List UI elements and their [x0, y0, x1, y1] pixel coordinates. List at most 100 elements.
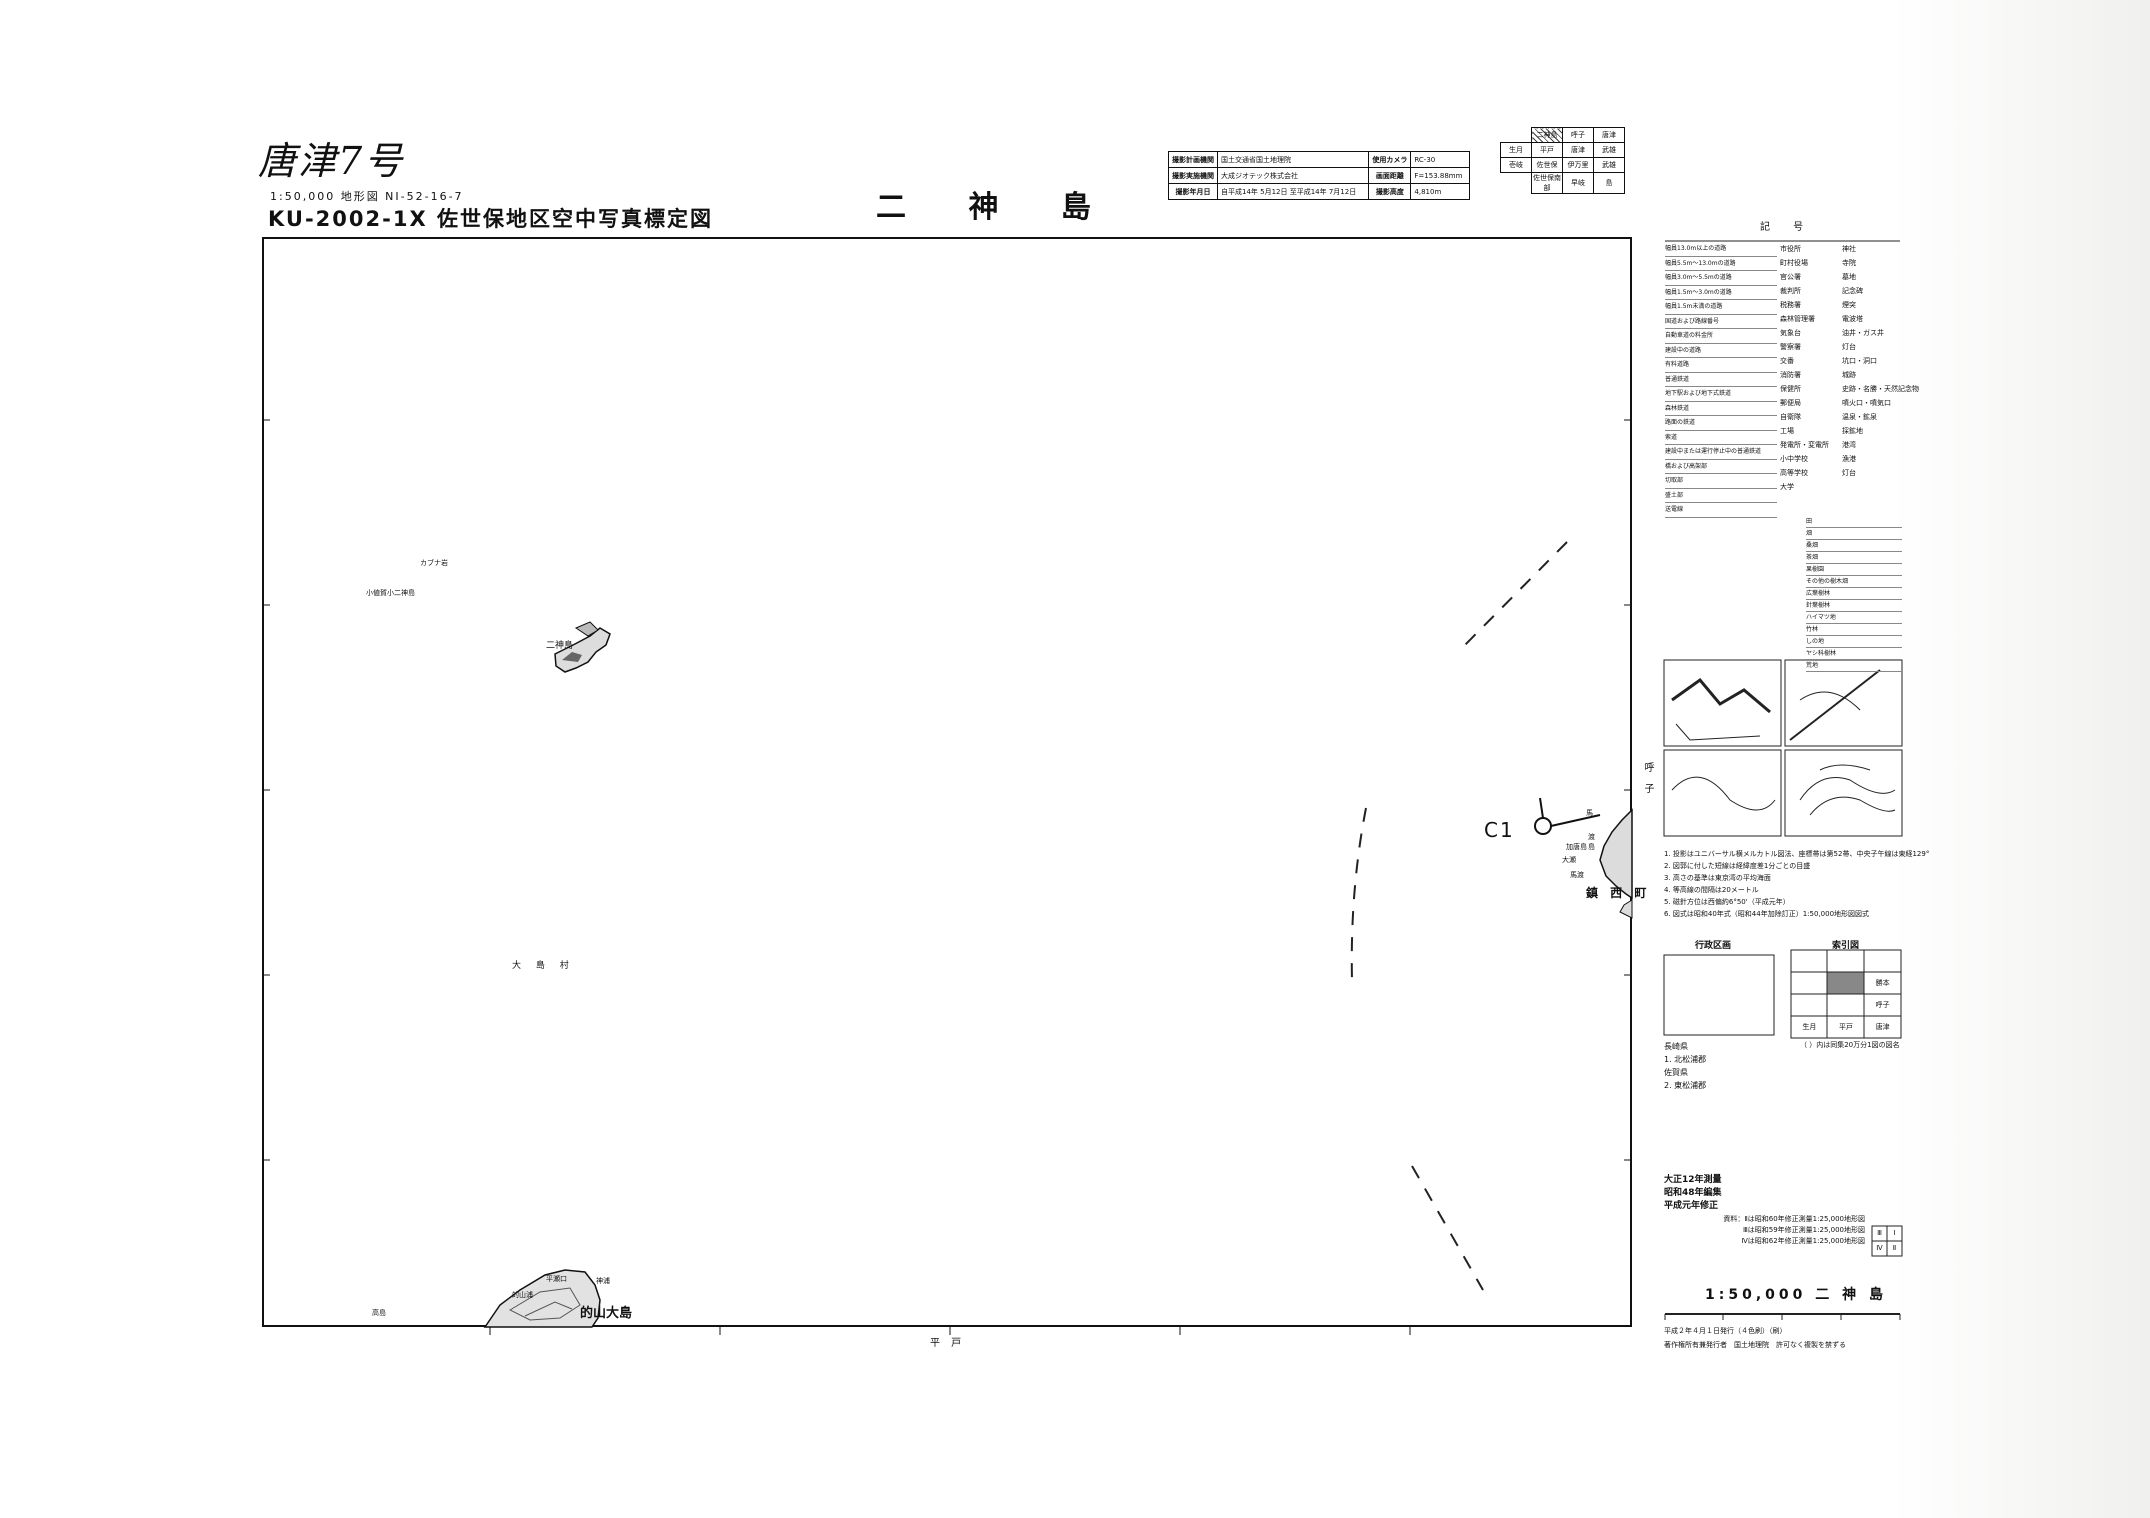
sheet-index-cell: Ⅱ [1892, 1244, 1897, 1252]
admin-item: 2. 東松浦郡 [1664, 1081, 1707, 1090]
sheet-index-cell: Ⅲ [1877, 1229, 1882, 1237]
legend-notes: 1. 投影はユニバーサル横メルカトル図法、座標帯は第52帯、中央子午線は東経12… [1664, 848, 1929, 920]
legend-road-item: 幅員5.5m〜13.0mの道路 [1665, 257, 1777, 271]
index-row: 壱岐 佐世保 伊万里 武雄 [1500, 157, 1625, 173]
index-map-cell [1864, 950, 1901, 972]
legend-symbol-item: 灯台 [1842, 343, 1856, 351]
index-map-cell [1791, 950, 1828, 972]
legend-symbol-item: 森林管理署 [1780, 315, 1815, 323]
legend-road-list: 幅員13.0m以上の道路幅員5.5m〜13.0mの道路幅員3.0m〜5.5mの道… [1665, 242, 1777, 518]
legend-land-use-item: 荒地 [1806, 660, 1902, 672]
sheet-index-cell: Ⅰ [1893, 1229, 1896, 1237]
photo-info-table: 撮影計画機関 国土交通省国土地理院 使用カメラ RC-30 撮影実施機関 大成ジ… [1168, 151, 1470, 200]
legend-symbol-item: 発電所・変電所 [1780, 441, 1829, 449]
legend-road-item: 送電線 [1665, 503, 1777, 518]
legend-symbol-list-2: 神社寺院墓地記念碑煙突電波塔油井・ガス井灯台坑口・洞口城跡史跡・名勝・天然記念物… [1842, 242, 1919, 480]
east-island-label: 加唐島 [1566, 843, 1587, 851]
legend-symbol-item: 大学 [1780, 483, 1794, 491]
legend-symbol-item: 寺院 [1842, 259, 1856, 267]
south-small-4: 高島 [372, 1309, 386, 1317]
sheet-index-cell: Ⅳ [1876, 1244, 1883, 1252]
legend-road-item: 自動車道の料金所 [1665, 329, 1777, 344]
legend-land-use-item: 桑畑 [1806, 540, 1902, 552]
legend-road-item: 橋および高架部 [1665, 460, 1777, 474]
legend-land-use-item: 竹林 [1806, 624, 1902, 636]
legend-land-use-item: 畑 [1806, 528, 1902, 540]
south-island-label: 的山大島 [580, 1306, 633, 1321]
index-row: 二神島 呼子 唐津 [1501, 127, 1625, 143]
north-rock-label: カブナ岩 [420, 559, 448, 567]
south-small-2: 神浦 [596, 1277, 610, 1285]
legend-symbol-item: 電波塔 [1842, 315, 1863, 323]
south-small-1: 平瀬口 [546, 1275, 567, 1283]
c1-label: C1 [1484, 818, 1515, 842]
east-small-1: 馬 [1586, 809, 1593, 817]
legend-symbol-item: 町村役場 [1780, 259, 1808, 267]
info-cell: 撮影高度 [1368, 183, 1412, 200]
legend-note: 3. 高さの基準は東京湾の平均海面 [1664, 874, 1771, 882]
legend-symbol-item: 灯台 [1842, 469, 1856, 477]
index-row: 生月 平戸 唐津 武雄 [1500, 142, 1625, 158]
legend-land-use-item: その他の樹木畑 [1806, 576, 1902, 588]
legend-land-use-item: 広葉樹林 [1806, 588, 1902, 600]
legend-land-use: 田畑桑畑茶畑果樹園その他の樹木畑広葉樹林針葉樹林ハイマツ地竹林しの地ヤシ科樹林荒… [1806, 516, 1902, 672]
legend-land-use-item: ヤシ科樹林 [1806, 648, 1902, 660]
legend-symbol-item: 史跡・名勝・天然記念物 [1842, 385, 1919, 393]
info-row: 撮影年月日 自平成14年 5月12日 至平成14年 7月12日 撮影高度 4,8… [1168, 183, 1470, 200]
admin-item: 長崎県 [1664, 1042, 1688, 1051]
legend-symbol-item: 消防署 [1780, 371, 1801, 379]
east-small-2: 渡 [1588, 833, 1595, 841]
legend-symbol-item: 噴火口・噴気口 [1842, 399, 1891, 407]
history-item: 大正12年測量 [1664, 1175, 1722, 1185]
legend-note: 6. 図式は昭和40年式（昭和44年加除訂正）1:50,000地形図図式 [1664, 910, 1870, 918]
info-cell: 自平成14年 5月12日 至平成14年 7月12日 [1216, 183, 1370, 200]
east-coast [1599, 808, 1633, 919]
legend-road-item: 幅員13.0m以上の道路 [1665, 242, 1777, 257]
legend-symbol-item: 煙突 [1842, 301, 1856, 309]
legend-symbol-item: 温泉・鉱泉 [1842, 413, 1877, 421]
legend-symbol-item: 官公署 [1780, 273, 1801, 281]
legend-symbol-item: 気象台 [1780, 329, 1801, 337]
map-frame [262, 237, 1632, 1327]
legend-road-item: 幅員3.0m〜5.5mの道路 [1665, 271, 1777, 286]
legend-note: 5. 磁針方位は西偏約6°50'（平成元年） [1664, 898, 1790, 906]
legend-note: 4. 等高線の間隔は20メートル [1664, 886, 1759, 894]
legend-symbol-item: 市役所 [1780, 245, 1801, 253]
legend-note: 2. 図郭に付した短線は経緯度差1分ごとの目盛 [1664, 862, 1811, 870]
east-town-label: 鎮 西 町 [1586, 886, 1651, 900]
legend-symbol-item: 税務署 [1780, 301, 1801, 309]
legend-road-item: 建設中または運行停止中の普通鉄道 [1665, 445, 1777, 460]
legend-road-item: 地下駅および地下式鉄道 [1665, 387, 1777, 402]
legend-symbol-item: 漁港 [1842, 455, 1856, 463]
village-label: 大 島 村 [512, 961, 575, 971]
legend-land-use-item: しの地 [1806, 636, 1902, 648]
index-map-cell: 勝本 [1875, 979, 1890, 987]
east-small-5: 馬渡 [1570, 871, 1584, 879]
admin-item: 佐賀県 [1664, 1068, 1688, 1077]
south-small-3: 的山浦 [512, 1291, 533, 1299]
legend-road-item: 幅員1.5m未満の道路 [1665, 300, 1777, 315]
index-map-cell: 生月 [1802, 1023, 1817, 1031]
legend-symbol-item: 工場 [1780, 427, 1794, 435]
legend-symbol-item: 油井・ガス井 [1842, 329, 1884, 337]
legend-road-item: 盛土部 [1665, 489, 1777, 503]
east-small-3: 島 [1588, 843, 1595, 851]
legend-graphics [1663, 240, 1903, 1320]
legend-symbol-item: 小中学校 [1780, 455, 1808, 463]
legend-symbol-item: 墓地 [1842, 273, 1856, 281]
legend-land-use-item: 針葉樹林 [1806, 600, 1902, 612]
history-item: 平成元年修正 [1664, 1201, 1719, 1211]
survey-title: KU-2002-1X 佐世保地区空中写真標定図 [268, 207, 713, 231]
source-item: 資料：Ⅱは昭和60年修正測量1:25,000地形図 [1723, 1215, 1865, 1223]
northwest-label: 小値賀小二神島 [366, 589, 415, 597]
legend-road-item: 建設中の道路 [1665, 344, 1777, 358]
legend-land-use-item: 田 [1806, 516, 1902, 528]
legend-symbol-item: 採鉱地 [1842, 427, 1863, 435]
admin-title: 行政区画 [1695, 941, 1732, 951]
legend-symbol-item: 高等学校 [1780, 469, 1808, 477]
island-name-label: 二神島 [546, 641, 574, 651]
legend-symbol-item: 保健所 [1780, 385, 1801, 393]
legend-road-item: 森林鉄道 [1665, 402, 1777, 416]
